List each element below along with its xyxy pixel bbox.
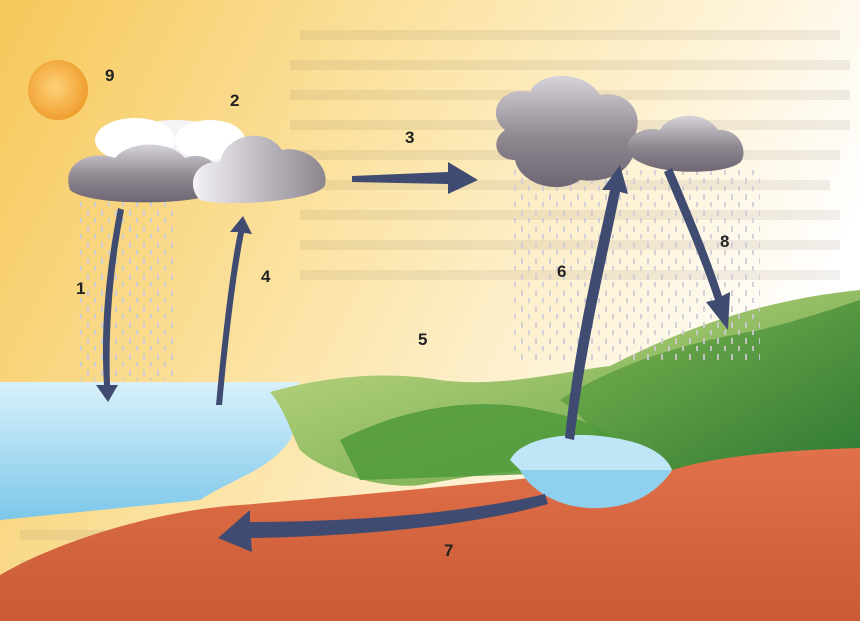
rain-right [510,170,760,360]
flow-arrow-icon [664,168,730,330]
label-7: 7 [444,541,453,560]
flow-arrow-icon [216,216,252,405]
flow-arrow-icon [96,208,124,402]
hills-dark [560,300,860,470]
sea [0,382,300,520]
label-9: 9 [105,66,114,85]
label-6: 6 [557,262,566,281]
rain-cloud-icon [192,135,326,204]
label-2: 2 [230,91,239,110]
pond [520,470,672,509]
flow-arrow-icon [218,494,548,552]
label-4: 4 [261,267,271,286]
flow-arrow-icon [565,165,628,440]
ground [0,448,860,621]
label-8: 8 [720,232,729,251]
flow-arrow-icon [352,162,478,194]
label-5: 5 [418,330,427,349]
lake [510,435,672,470]
diagram-labels: 1 2 3 4 5 6 7 8 9 [76,66,729,560]
sun-icon [28,60,88,120]
label-1: 1 [76,279,85,298]
rain-cloud-icon [495,75,638,188]
rain-cloud-icon [627,115,744,172]
flow-arrows [96,162,730,552]
rain-left [75,200,175,380]
label-3: 3 [405,128,414,147]
